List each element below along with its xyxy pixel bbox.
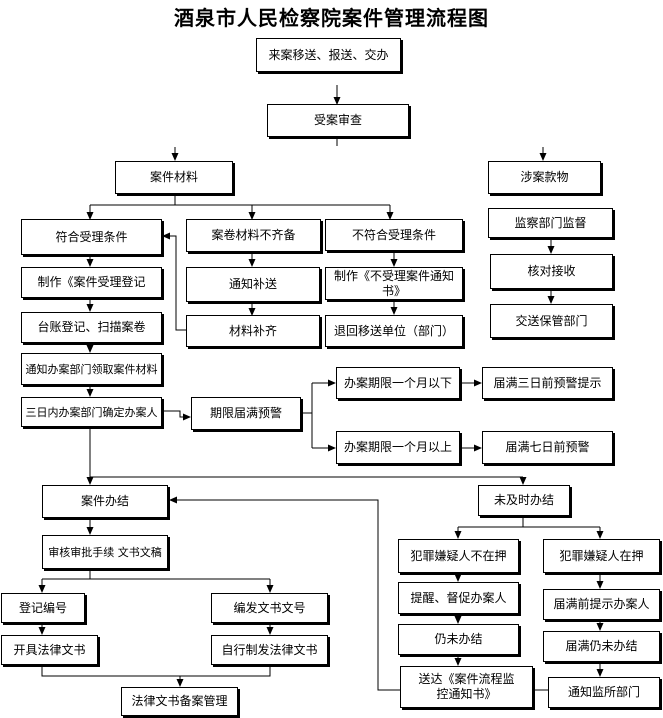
- remind-before-box: 届满前提示办案人: [543, 589, 660, 620]
- make-register-box: 制作《案件受理登记: [21, 267, 162, 298]
- transfer-keep-box: 交送保管部门: [490, 304, 613, 338]
- review-box: 受案审查: [267, 104, 409, 137]
- compile-no-box: 编发文书文号: [211, 593, 328, 623]
- materials-box: 案件材料: [115, 161, 233, 194]
- remind-urge-box: 提醒、督促办案人: [398, 582, 519, 614]
- verify-receive-box: 核对接收: [490, 254, 613, 289]
- three-days-box: 三日内办案部门确定办案人: [21, 397, 162, 427]
- approve-docs-box: 审核审批手续 文书文稿: [42, 535, 168, 569]
- notify-supplement-box: 通知补送: [186, 267, 320, 302]
- self-print-box: 自行制发法律文书: [211, 635, 328, 665]
- connector: [41, 665, 271, 686]
- archive-box: 法律文书备案管理: [121, 687, 238, 716]
- connector: [302, 383, 313, 448]
- notify-dept-box: 通知办案部门领取案件材料: [21, 353, 162, 385]
- page-title: 酒泉市人民检察院案件管理流程图: [174, 6, 489, 30]
- over-month-box: 办案期限一个月以上: [336, 431, 460, 464]
- intake-box: 来案移送、报送、交办: [256, 38, 401, 72]
- suspect-custody-box: 犯罪嫌疑人在押: [543, 539, 660, 573]
- connector: [162, 232, 186, 331]
- meets-box: 符合受理条件: [21, 219, 162, 255]
- incomplete-box: 案卷材料不齐备: [186, 219, 321, 252]
- warn-3days-box: 届满三日前预警提示: [482, 367, 613, 399]
- make-notice-box: 制作《不受理案件通知书》: [325, 267, 463, 300]
- supervision-box: 监察部门监督: [488, 208, 613, 238]
- suspect-free-box: 犯罪嫌疑人不在押: [398, 539, 519, 573]
- notify-prison-box: 通知监所部门: [548, 677, 660, 708]
- register-no-box: 登记编号: [1, 593, 85, 623]
- property-box: 涉案款物: [488, 161, 601, 194]
- connector: [42, 569, 270, 580]
- supplement-box: 材料补齐: [186, 315, 320, 347]
- connector: [163, 410, 191, 421]
- not-meets-box: 不符合受理条件: [325, 219, 463, 251]
- ledger-scan-box: 台账登记、扫描案卷: [21, 312, 162, 343]
- connector: [90, 194, 390, 206]
- not-concluded-box: 未及时办结: [478, 485, 570, 516]
- still-free-box: 仍未办结: [398, 624, 519, 655]
- warn-7days-box: 届满七日前预警: [482, 431, 613, 464]
- under-month-box: 办案期限一个月以下: [336, 367, 460, 399]
- still-custody-box: 届满仍未办结: [543, 631, 660, 662]
- deadline-warn-box: 期限届满预警: [191, 397, 301, 430]
- connector: [458, 516, 600, 528]
- send-notice-box: 送达《案件流程监控通知书》: [400, 666, 533, 708]
- return-unit-box: 退回移送单位（部门）: [325, 315, 463, 347]
- issue-docs-box: 开具法律文书: [1, 635, 98, 665]
- concluded-box: 案件办结: [42, 485, 168, 518]
- connector: [169, 496, 400, 691]
